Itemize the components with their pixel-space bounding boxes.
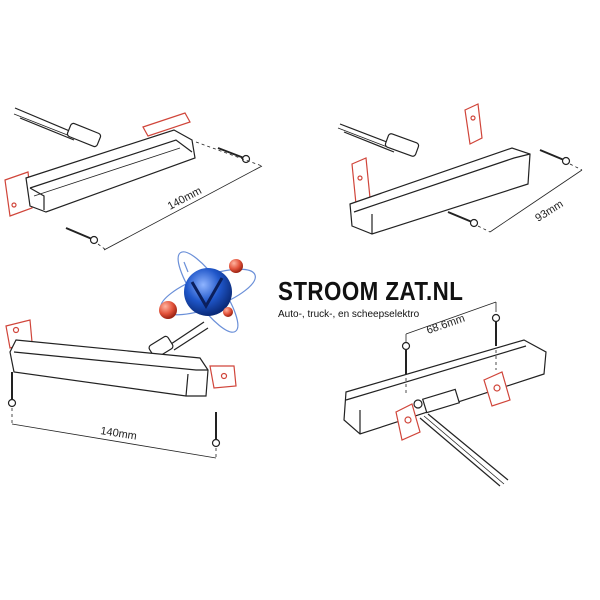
view-bottom-right — [343, 301, 547, 487]
screw-right — [211, 412, 221, 448]
brand-name: STROOM ZAT.NL — [278, 276, 464, 306]
dimension-top-left: 140mm — [166, 185, 204, 213]
dimension-top-right: 93mm — [533, 198, 565, 224]
screw-right — [539, 149, 571, 166]
bracket-right — [142, 112, 191, 137]
brand-block: STROOM ZAT.NL Auto-, truck-, en scheepse… — [278, 276, 508, 320]
screw-left — [401, 341, 411, 374]
cable — [167, 321, 205, 347]
view-top-left — [4, 107, 263, 251]
bracket-left — [395, 403, 421, 441]
connector-block — [421, 388, 461, 414]
logo-emblem — [159, 251, 256, 333]
screw-left — [7, 372, 17, 408]
screw-left — [447, 211, 479, 228]
bracket-right — [209, 365, 237, 389]
lamp-body — [9, 339, 209, 397]
brand-tagline: Auto-, truck-, en scheepselektro — [278, 309, 420, 320]
dimension-bottom-left: 140mm — [100, 425, 138, 443]
cable — [339, 123, 393, 145]
view-bottom-left — [5, 319, 237, 459]
cable — [419, 417, 501, 487]
bracket-right — [464, 103, 483, 145]
bracket-right — [483, 371, 511, 407]
lamp-body — [349, 147, 531, 235]
view-top-right — [337, 103, 583, 235]
screw-left — [65, 227, 99, 245]
lamp-body — [343, 339, 547, 435]
screw-right — [217, 147, 251, 164]
cable — [14, 107, 73, 133]
screw-right — [491, 313, 501, 346]
bracket-left — [351, 157, 371, 205]
